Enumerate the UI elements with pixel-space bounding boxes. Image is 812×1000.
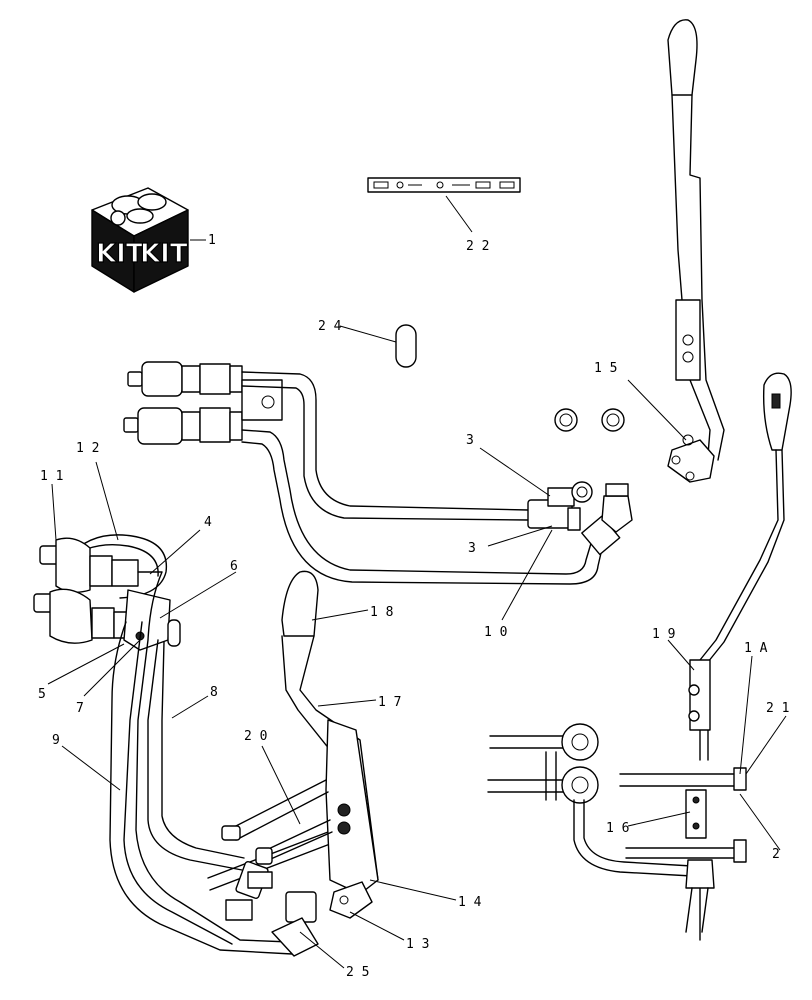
callout-14: 1 4 [458, 895, 482, 910]
callout-3a: 3 [466, 433, 474, 448]
callout-1: 1 [208, 233, 216, 248]
callout-3b: 3 [468, 541, 476, 556]
callout-2: 2 [772, 847, 780, 862]
short-lever [487, 372, 792, 941]
callout-6: 6 [230, 559, 238, 574]
callout-5: 5 [38, 687, 46, 702]
leader-lines [47, 195, 787, 969]
callout-20: 2 0 [244, 729, 267, 744]
kit-label-left: KIT [96, 239, 144, 269]
callout-7: 7 [76, 701, 84, 716]
callout-25: 2 5 [346, 965, 369, 980]
callout-17: 1 7 [378, 695, 401, 710]
long-lever [667, 19, 725, 483]
callout-13: 1 3 [406, 937, 429, 952]
callout-8: 8 [210, 685, 218, 700]
callout-9: 9 [52, 733, 60, 748]
callout-15: 1 5 [594, 361, 617, 376]
callout-1a: 1 A [744, 641, 768, 656]
callout-18: 1 8 [370, 605, 393, 620]
callout-21: 2 1 [766, 701, 789, 716]
left-couplers [33, 534, 331, 957]
callout-4: 4 [204, 515, 212, 530]
upper-couplers [123, 361, 633, 585]
callout-labels: 1 2 2 2 4 1 5 3 3 1 0 1 2 1 1 4 6 5 7 1 … [38, 233, 789, 980]
callout-22: 2 2 [466, 239, 489, 254]
plug [395, 324, 417, 368]
kit-box: KIT KIT [91, 187, 189, 293]
nuts [554, 408, 625, 432]
callout-12: 1 2 [76, 441, 99, 456]
callout-19: 1 9 [652, 627, 675, 642]
center-lever [221, 570, 379, 919]
callout-10: 1 0 [484, 625, 507, 640]
callout-16: 1 6 [606, 821, 629, 836]
callout-24: 2 4 [318, 319, 342, 334]
decal [367, 177, 521, 193]
callout-11: 1 1 [40, 469, 63, 484]
kit-label-right: KIT [140, 239, 188, 269]
